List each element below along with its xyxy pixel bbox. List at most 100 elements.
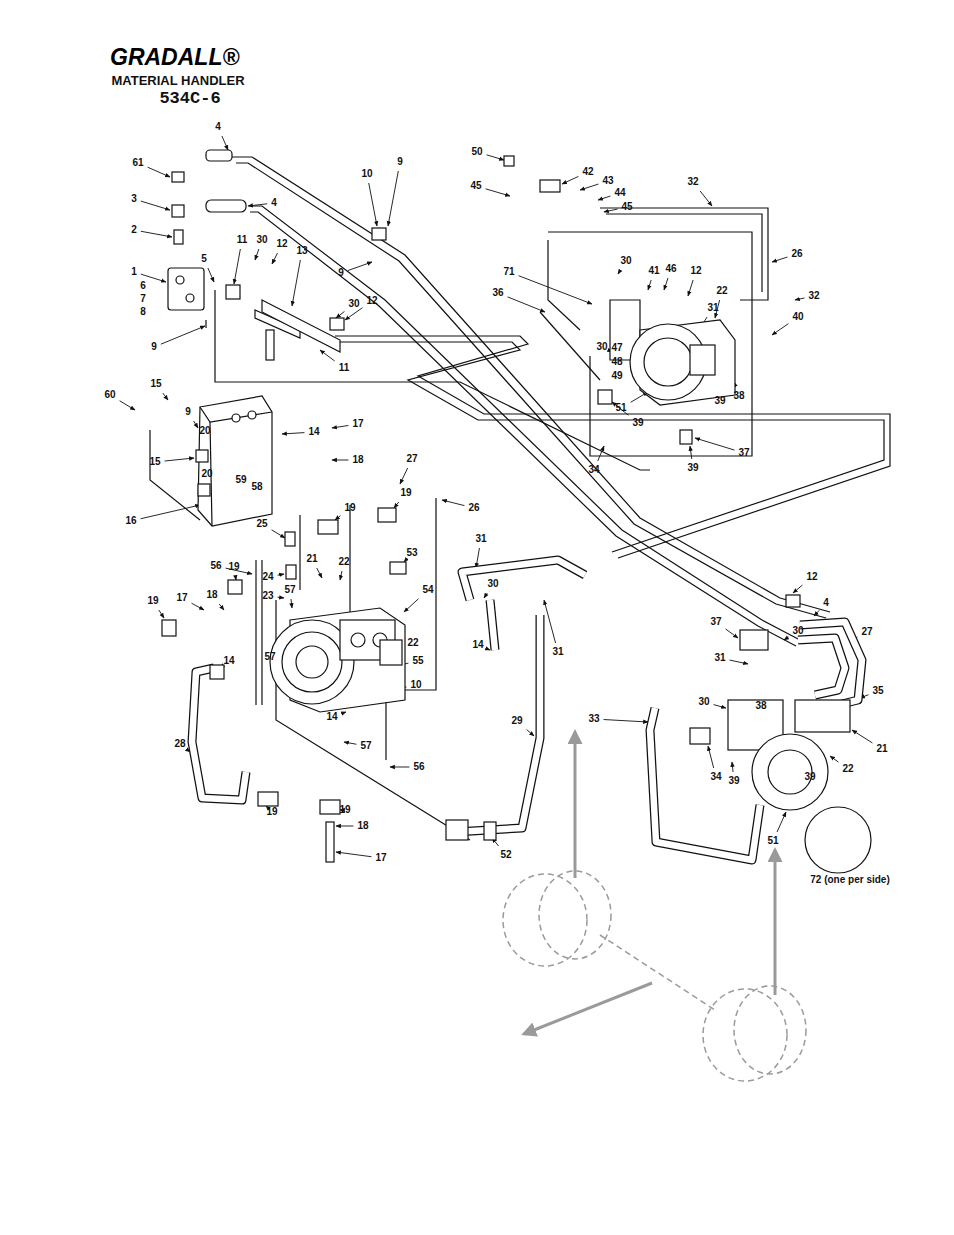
callout-number: 12: [689, 265, 702, 277]
callout-number: 32: [807, 290, 820, 302]
leader-line: [282, 433, 304, 434]
leader-line: [598, 446, 604, 461]
callout-number: 17: [175, 592, 188, 604]
leader-line: [484, 593, 487, 598]
callout-number: 1: [130, 266, 138, 278]
callout-number: 37: [709, 616, 722, 628]
callout-number: 30: [486, 578, 499, 590]
callout-number: 56: [412, 761, 425, 773]
callout-number: 54: [421, 584, 434, 596]
callout-number: 39: [727, 775, 740, 787]
leader-line: [332, 460, 348, 461]
brand-title: GRADALL®: [110, 44, 239, 71]
leader-line: [141, 231, 172, 237]
leader-line: [777, 812, 786, 832]
callout-number: 27: [860, 626, 873, 638]
callout-number: 5: [200, 253, 208, 265]
callout-number: 19: [399, 487, 412, 499]
leader-line: [336, 852, 371, 857]
leader-line: [562, 176, 578, 184]
leader-line: [604, 209, 617, 212]
leader-line: [335, 516, 340, 520]
callout-number: 14: [307, 426, 320, 438]
leader-line: [234, 249, 240, 284]
subtitle: 534C-6: [158, 89, 221, 108]
callout-number: 57: [283, 584, 296, 596]
leader-line: [394, 502, 399, 508]
leader-line: [519, 276, 592, 304]
callout-number: 22: [841, 763, 854, 775]
callout-number: 27: [405, 453, 418, 465]
callout-number: 20: [198, 425, 211, 437]
callout-number: 21: [305, 553, 318, 565]
direction-arrows: [524, 732, 775, 1034]
callout-number: 17: [351, 418, 364, 430]
leader-line: [141, 201, 170, 210]
callout-number: 22: [406, 637, 419, 649]
leader-line: [688, 280, 693, 296]
callout-number: 31: [474, 533, 487, 545]
leader-line: [148, 167, 170, 177]
leader-line: [618, 270, 620, 274]
leader-line: [345, 308, 362, 320]
callout-number: 30: [255, 234, 268, 246]
leader-line: [278, 574, 284, 575]
callout-number: 60: [103, 389, 116, 401]
callout-number: 31: [706, 302, 719, 314]
callout-number: 58: [250, 481, 263, 493]
callout-number: 31: [551, 646, 564, 658]
callout-number: 7: [139, 293, 147, 305]
leader-line: [488, 649, 490, 650]
callout-number: 14: [471, 639, 484, 651]
callout-number: 4: [822, 597, 830, 609]
leader-line: [852, 730, 872, 743]
leader-line: [695, 438, 734, 450]
leader-line: [163, 393, 168, 400]
leader-line: [165, 458, 194, 461]
callout-number: 18: [205, 589, 218, 601]
leader-line: [612, 402, 628, 415]
callout-number: 44: [613, 187, 626, 199]
callout-number: 3: [130, 193, 138, 205]
callout-number: 8: [139, 306, 147, 318]
leader-line: [194, 421, 198, 428]
leader-line: [120, 401, 135, 410]
callout-number: 6: [139, 280, 147, 292]
callout-number: 24: [261, 571, 274, 583]
leader-line: [388, 171, 398, 226]
callout-number: 33: [587, 713, 600, 725]
callout-number: 4: [270, 197, 278, 209]
callout-number: 30: [619, 255, 632, 267]
leader-line: [604, 720, 648, 722]
callout-number: 48: [610, 356, 623, 368]
callout-number: 9: [396, 156, 404, 168]
leader-line: [772, 257, 787, 262]
callout-number: 36: [491, 287, 504, 299]
leader-line: [580, 184, 598, 190]
callout-number: 61: [131, 157, 144, 169]
callout-number: 30: [595, 341, 608, 353]
callout-number: 39: [631, 417, 644, 429]
leader-line: [141, 505, 200, 519]
callout-number: 15: [148, 456, 161, 468]
callout-number: 17: [374, 852, 387, 864]
leader-line: [192, 603, 204, 610]
callout-number: 34: [709, 771, 722, 783]
callout-number: 11: [338, 362, 351, 374]
leader-line: [291, 599, 292, 608]
callout-number: 53: [405, 547, 418, 559]
callout-number: 56: [209, 560, 222, 572]
hydraulic-lines: [150, 157, 890, 840]
leader-line: [527, 729, 534, 736]
leader-line: [487, 155, 504, 160]
callout-number: 22: [337, 556, 350, 568]
callout-number: 46: [664, 263, 677, 275]
callout-number: 51: [614, 402, 627, 414]
callout-number: 18: [351, 454, 364, 466]
leader-line: [219, 604, 224, 610]
callout-number: 34: [587, 464, 600, 476]
callout-number: 14: [325, 711, 338, 723]
callout-number: 12: [805, 571, 818, 583]
leader-line: [332, 425, 348, 428]
leader-line: [795, 298, 804, 300]
